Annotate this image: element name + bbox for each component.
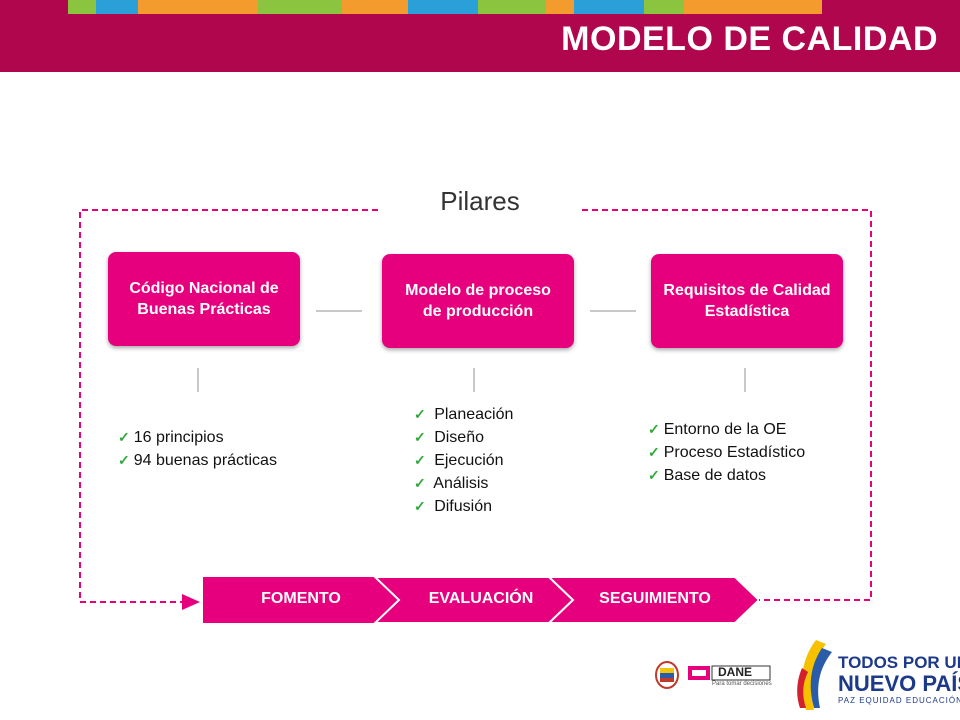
list-item: ✓Proceso Estadístico: [648, 444, 806, 461]
check-icon: ✓: [414, 406, 426, 422]
step-seguimiento: SEGUIMIENTO: [599, 590, 711, 607]
pillar-modelo-proceso: Modelo de proceso de producción: [382, 254, 574, 348]
list-item: ✓ Análisis: [414, 475, 489, 492]
slogan-line-2: NUEVO PAÍS: [838, 671, 960, 696]
connector-line: [473, 368, 475, 392]
chevron-seguimiento: [546, 577, 759, 624]
step-evaluacion: EVALUACIÓN: [428, 590, 534, 607]
list-item: ✓16 principios: [118, 429, 224, 446]
process-chevrons: [203, 577, 759, 624]
pillar-requisitos: Requisitos de Calidad Estadística: [651, 254, 843, 348]
connector-line: [316, 310, 362, 312]
page-title: MODELO DE CALIDAD: [561, 20, 938, 58]
check-icon: ✓: [414, 429, 426, 445]
check-icon: ✓: [414, 452, 426, 468]
pillar-3-list: ✓Entorno de la OE ✓Proceso Estadístico ✓…: [648, 418, 805, 487]
list-item: ✓94 buenas prácticas: [118, 452, 277, 469]
chevron-fomento: [203, 577, 399, 623]
connector-line: [590, 310, 636, 312]
list-item: ✓Entorno de la OE: [648, 421, 787, 438]
step-fomento: FOMENTO: [261, 590, 341, 607]
pillar-2-list: ✓ Planeación ✓ Diseño ✓ Ejecución ✓ Anál…: [414, 403, 513, 518]
connector-line: [197, 368, 199, 392]
dane-logo-mark: [688, 665, 771, 681]
slogan-line-3: PAZ EQUIDAD EDUCACIÓN: [838, 696, 960, 705]
check-icon: ✓: [648, 467, 660, 483]
dane-tagline: Para tomar decisiones: [712, 681, 772, 687]
connector-line: [744, 368, 746, 392]
pillar-label: Código Nacional de Buenas Prácticas: [129, 280, 279, 318]
check-icon: ✓: [414, 498, 426, 514]
nuevo-pais-emblem: [797, 640, 832, 710]
pilares-heading: Pilares: [380, 186, 580, 217]
list-item: ✓ Difusión: [414, 498, 492, 515]
list-item: ✓ Planeación: [414, 406, 514, 423]
pillar-label: Modelo de proceso de producción: [405, 282, 551, 320]
check-icon: ✓: [414, 475, 426, 491]
list-item: ✓Base de datos: [648, 467, 767, 484]
check-icon: ✓: [648, 421, 660, 437]
list-item: ✓ Ejecución: [414, 452, 504, 469]
dane-text: DANE: [718, 665, 753, 679]
check-icon: ✓: [118, 452, 130, 468]
slogan-line-1: TODOS POR UN: [838, 653, 960, 672]
dane-logo: DANE Para tomar decisiones: [688, 664, 772, 690]
nuevo-pais-slogan: TODOS POR UN NUEVO PAÍS PAZ EQUIDAD EDUC…: [838, 653, 960, 706]
pillar-label: Requisitos de Calidad Estadística: [663, 282, 831, 320]
pillar-1-list: ✓16 principios ✓94 buenas prácticas: [118, 426, 277, 472]
check-icon: ✓: [118, 429, 130, 445]
check-icon: ✓: [648, 444, 660, 460]
pillar-codigo-nacional: Código Nacional de Buenas Prácticas: [108, 252, 300, 346]
colombia-seal-logo: [655, 661, 679, 689]
list-item: ✓ Diseño: [414, 429, 484, 446]
